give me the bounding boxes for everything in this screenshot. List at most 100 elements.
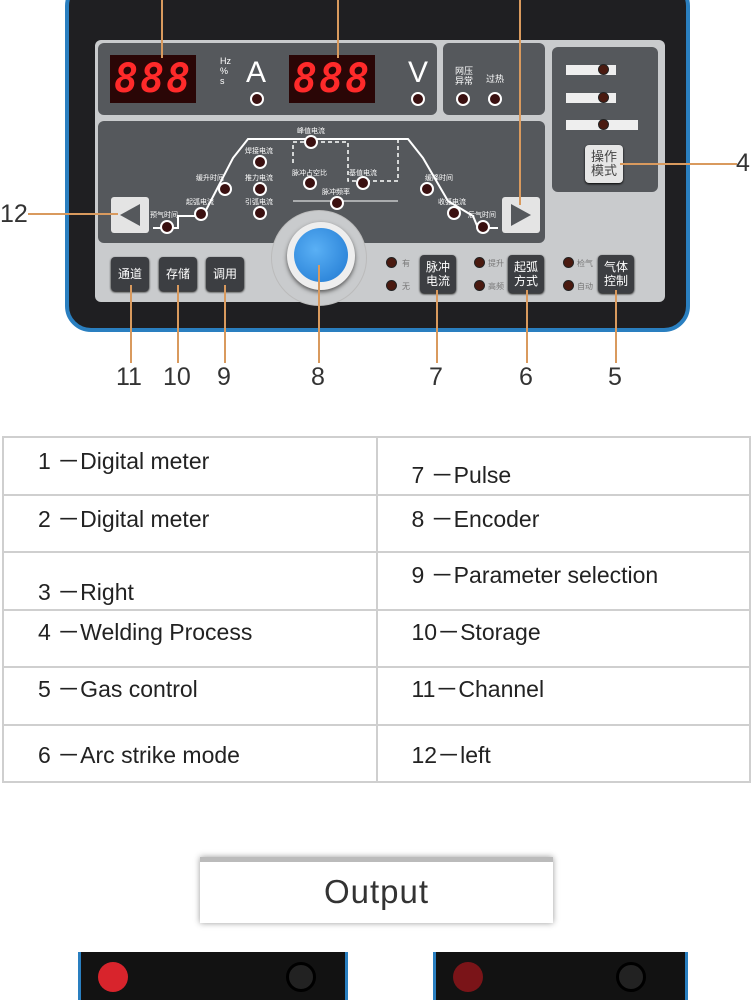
pulse-button[interactable]: 脉冲 电流 (420, 255, 456, 293)
callout-10: 10 (163, 363, 191, 391)
output-terminals-photo-1 (78, 952, 348, 1000)
callout-line-5 (615, 290, 617, 363)
arc-force-label: 推力电流 (245, 175, 273, 182)
right-button[interactable] (502, 197, 540, 233)
pulse-freq-label: 脉冲频率 (322, 189, 350, 196)
post-gas-label: 后气时间 (468, 212, 496, 219)
gas-check-label: 检气 (577, 259, 593, 268)
table-cell: 3 －Right (2, 551, 378, 611)
crater-current-led[interactable] (447, 206, 461, 220)
arc-start-label: 起弧电流 (186, 199, 214, 206)
output-terminals-photo-2 (433, 952, 688, 1000)
table-cell: 6 －Arc strike mode (2, 723, 378, 783)
amp-led (250, 92, 264, 106)
volt-unit: V (408, 56, 429, 89)
post-gas-led[interactable] (476, 220, 490, 234)
callout-line-12 (28, 213, 118, 215)
overheat-led (488, 92, 502, 106)
weld-current-label: 焊接电流 (245, 148, 273, 155)
up-slope-label: 缓升时间 (196, 175, 224, 182)
encoder-cap (294, 228, 348, 282)
callout-line-9 (224, 285, 226, 363)
up-slope-led[interactable] (218, 182, 232, 196)
callout-line-11 (130, 285, 132, 363)
table-cell: 5 －Gas control (2, 666, 378, 726)
pre-gas-label: 预气时间 (150, 212, 178, 219)
table-cell: 1 －Digital meter (2, 436, 378, 496)
gas-control-button[interactable]: 气体 控制 (598, 255, 634, 293)
callout-11: 11 (116, 363, 142, 391)
pulse-off-led (386, 280, 397, 291)
amp-unit: A (246, 56, 267, 89)
arc-force-led[interactable] (253, 182, 267, 196)
table-cell: 11－Channel (375, 666, 751, 726)
stick-led (598, 119, 609, 130)
table-cell: 10－Storage (375, 608, 751, 668)
lift-label: 提升 (488, 259, 504, 268)
negative-terminal (616, 962, 646, 992)
callout-line-4 (620, 163, 737, 165)
base-current-label: 基值电流 (349, 170, 377, 177)
callout-12: 12 (0, 200, 28, 228)
duty-cycle-label: 脉冲占空比 (292, 170, 327, 177)
table-cell: 8 －Encoder (375, 493, 751, 553)
pulse-off-label: 无 (402, 282, 410, 291)
pulse-on-label: 有 (402, 259, 410, 268)
gas-check-led (563, 257, 574, 268)
positive-terminal (98, 962, 128, 992)
left-button[interactable] (111, 197, 149, 233)
right-arrow-icon (511, 204, 531, 226)
callout-line-10 (177, 285, 179, 363)
peak-current-label: 峰值电流 (297, 128, 325, 135)
left-arrow-icon (120, 204, 140, 226)
process-mode-button[interactable]: 操作 模式 (585, 145, 623, 183)
hf-label: 高频 (488, 282, 504, 291)
digital-meter-2: 888 (289, 55, 376, 103)
down-slope-label: 缓降时间 (425, 175, 453, 182)
callout-7: 7 (429, 363, 443, 391)
voltage-alarm-label: 网压 异常 (455, 66, 474, 86)
base-current-led[interactable] (356, 176, 370, 190)
positive-terminal (453, 962, 483, 992)
hf-led (474, 280, 485, 291)
arc-ignite-led[interactable] (253, 206, 267, 220)
overheat-label: 过热 (486, 74, 505, 84)
pulse-freq-led[interactable] (330, 196, 344, 210)
callout-8: 8 (311, 363, 325, 391)
voltage-alarm-led (456, 92, 470, 106)
weld-curve (153, 138, 498, 229)
table-cell: 12－left (375, 723, 751, 783)
callout-line-2 (337, 0, 339, 58)
duty-cycle-led[interactable] (303, 176, 317, 190)
pulse-on-led (386, 257, 397, 268)
arc-start-led[interactable] (194, 207, 208, 221)
negative-terminal (286, 962, 316, 992)
gas-auto-label: 自动 (577, 282, 593, 291)
table-cell: 7 －Pulse (375, 436, 751, 496)
callout-6: 6 (519, 363, 533, 391)
recall-button[interactable]: 调用 (206, 257, 244, 291)
4t-led (598, 92, 609, 103)
volt-led (411, 92, 425, 106)
table-cell: 2 －Digital meter (2, 493, 378, 553)
down-slope-led[interactable] (420, 182, 434, 196)
arc-mode-button[interactable]: 起弧 方式 (508, 255, 544, 293)
callout-line-6 (526, 290, 528, 363)
callout-line-8 (318, 265, 320, 363)
peak-current-led[interactable] (304, 135, 318, 149)
gas-auto-led (563, 280, 574, 291)
callout-line-7 (436, 290, 438, 363)
callout-line-1 (161, 0, 163, 58)
table-cell: 4 －Welding Process (2, 608, 378, 668)
arc-ignite-label: 引弧电流 (245, 199, 273, 206)
2t-led (598, 64, 609, 75)
weld-current-led[interactable] (253, 155, 267, 169)
pre-gas-led[interactable] (160, 220, 174, 234)
